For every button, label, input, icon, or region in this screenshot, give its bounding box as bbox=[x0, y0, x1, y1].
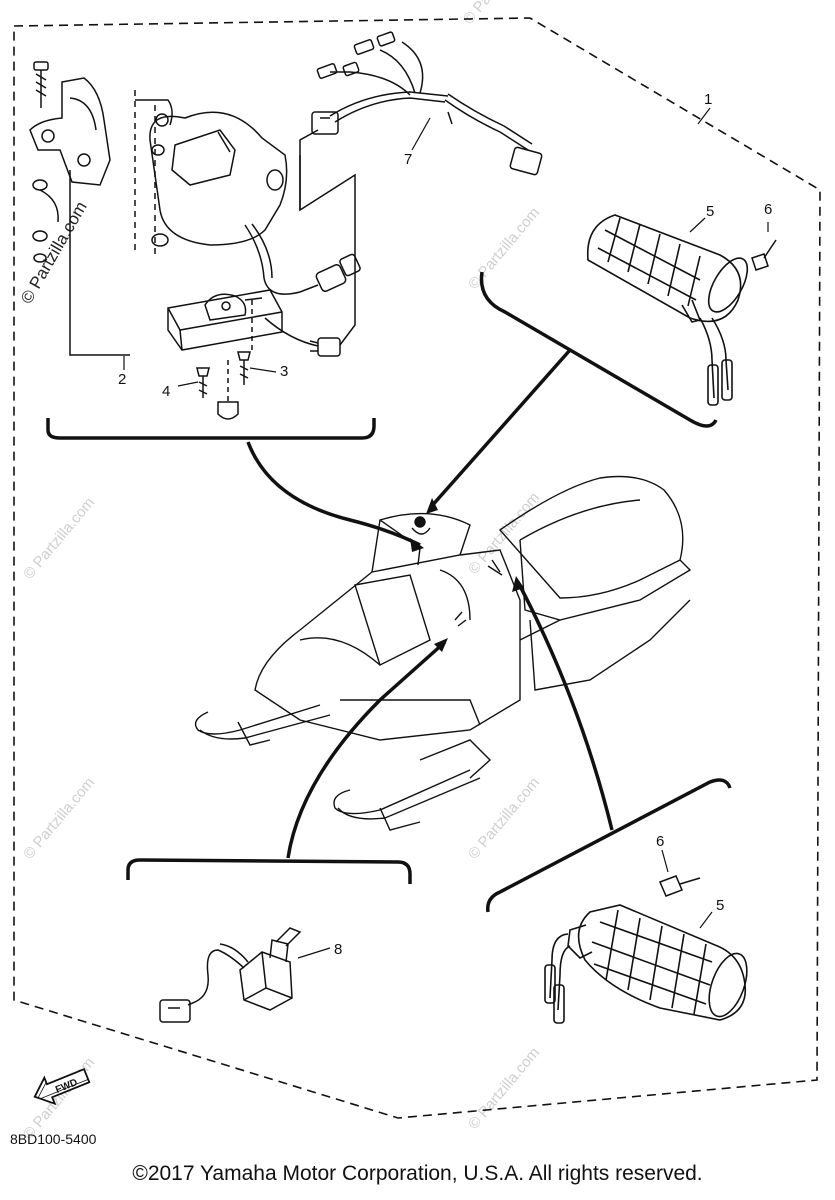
toggle-switch bbox=[159, 927, 302, 1023]
callout-7: 7 bbox=[404, 151, 412, 168]
reference-arrows bbox=[246, 348, 614, 859]
watermark: © Partzilla.com bbox=[20, 1054, 98, 1142]
callout-leader-7 bbox=[411, 117, 431, 151]
callout-leader-4 bbox=[177, 381, 199, 387]
callout-6: 6 bbox=[764, 201, 772, 218]
wire-harness bbox=[311, 31, 543, 176]
snowmobile bbox=[194, 475, 692, 831]
callout-8: 8 bbox=[334, 941, 342, 958]
group-bracket-switch bbox=[126, 858, 412, 884]
callout-leader-5-top bbox=[689, 217, 706, 233]
callout-leader-3 bbox=[249, 367, 277, 373]
heated-grip-right bbox=[586, 214, 749, 406]
group-bracket-grip-top bbox=[479, 271, 718, 428]
callout-4: 4 bbox=[162, 383, 170, 400]
watermark: © Partzilla.com bbox=[465, 774, 543, 862]
callout-leader-5-bottom bbox=[699, 911, 713, 929]
copyright-notice: ©2017 Yamaha Motor Corporation, U.S.A. A… bbox=[132, 1162, 703, 1185]
watermark: © Partzilla.com bbox=[460, 0, 538, 28]
kit-boundary bbox=[13, 17, 821, 1119]
screw-bottom bbox=[659, 875, 701, 897]
watermark: © Partzilla.com bbox=[465, 1044, 543, 1132]
callout-3: 3 bbox=[280, 363, 288, 380]
group-bracket-control-unit bbox=[46, 418, 376, 440]
callouts: 1 7 5 6 2 3 4 6 5 8 bbox=[118, 91, 772, 958]
callout-5: 5 bbox=[706, 203, 714, 220]
callout-1: 1 bbox=[704, 91, 712, 108]
screw-top bbox=[751, 239, 777, 271]
part-code: 8BD100-5400 bbox=[10, 1131, 97, 1147]
callout-leader-1 bbox=[697, 107, 711, 125]
callout-6: 6 bbox=[656, 833, 664, 850]
watermark: © Partzilla.com bbox=[465, 204, 543, 292]
callout-2: 2 bbox=[118, 371, 126, 388]
group-bracket-grip-bottom bbox=[486, 778, 732, 913]
callout-leader-8 bbox=[297, 947, 331, 959]
control-unit-assembly bbox=[29, 61, 361, 420]
parts-diagram: © Partzilla.com © Partzilla.com © Partzi… bbox=[10, 0, 821, 1147]
watermark: © Partzilla.com bbox=[20, 774, 98, 862]
callout-leader-6-bottom bbox=[661, 849, 669, 873]
watermark: © Partzilla.com bbox=[20, 494, 98, 582]
heated-grip-left bbox=[544, 904, 748, 1024]
callout-5: 5 bbox=[716, 897, 724, 914]
watermark-dark: © Partzilla.com bbox=[17, 198, 91, 307]
arrow-heads bbox=[410, 498, 524, 652]
